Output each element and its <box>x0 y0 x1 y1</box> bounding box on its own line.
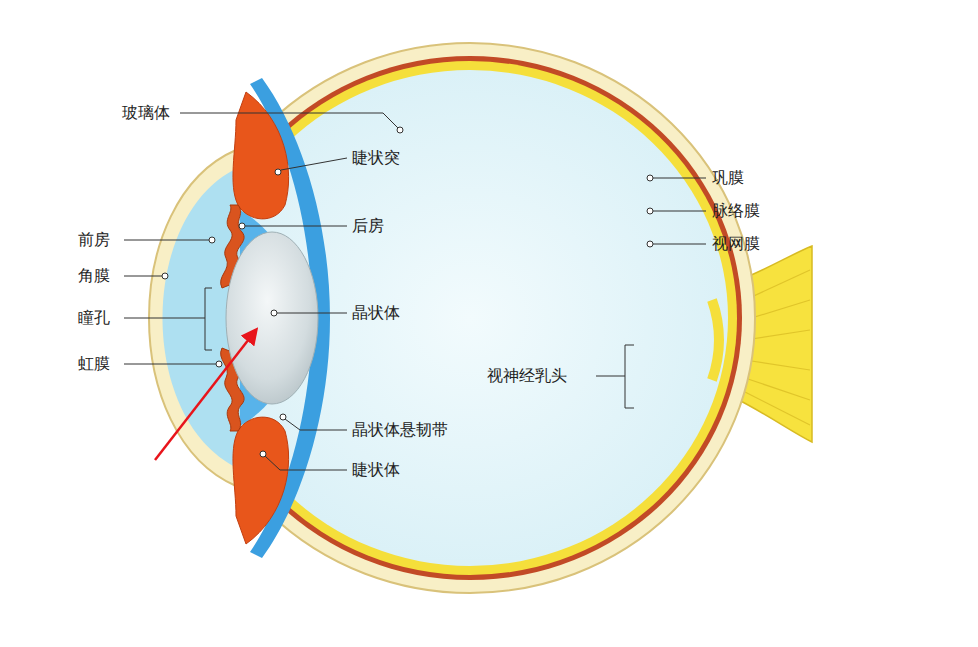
sclera <box>185 43 755 593</box>
retina <box>203 61 737 575</box>
vitreous <box>212 70 728 566</box>
choroid <box>198 56 742 580</box>
ciliary-body <box>233 92 289 219</box>
part-label: 脉络膜 <box>712 201 760 220</box>
ciliary-body <box>233 417 289 544</box>
red-arrow <box>155 330 256 460</box>
part-label: 视神经乳头 <box>487 366 567 385</box>
part-label: 角膜 <box>78 266 110 285</box>
optic-disc <box>712 300 719 380</box>
part-label: 玻璃体 <box>122 103 170 122</box>
leader-lines <box>124 113 706 470</box>
part-label: 巩膜 <box>712 168 744 187</box>
lens <box>226 232 318 404</box>
part-label: 视网膜 <box>712 234 760 253</box>
part-label: 瞳孔 <box>78 308 110 327</box>
part-label: 后房 <box>352 216 384 235</box>
part-label: 睫状突 <box>352 148 400 167</box>
part-label: 晶状体 <box>352 303 400 322</box>
part-label: 前房 <box>78 230 110 249</box>
part-label: 睫状体 <box>352 460 400 479</box>
part-label: 晶状体悬韧带 <box>352 420 448 439</box>
leader-dots <box>162 127 653 457</box>
part-label: 虹膜 <box>78 354 110 373</box>
